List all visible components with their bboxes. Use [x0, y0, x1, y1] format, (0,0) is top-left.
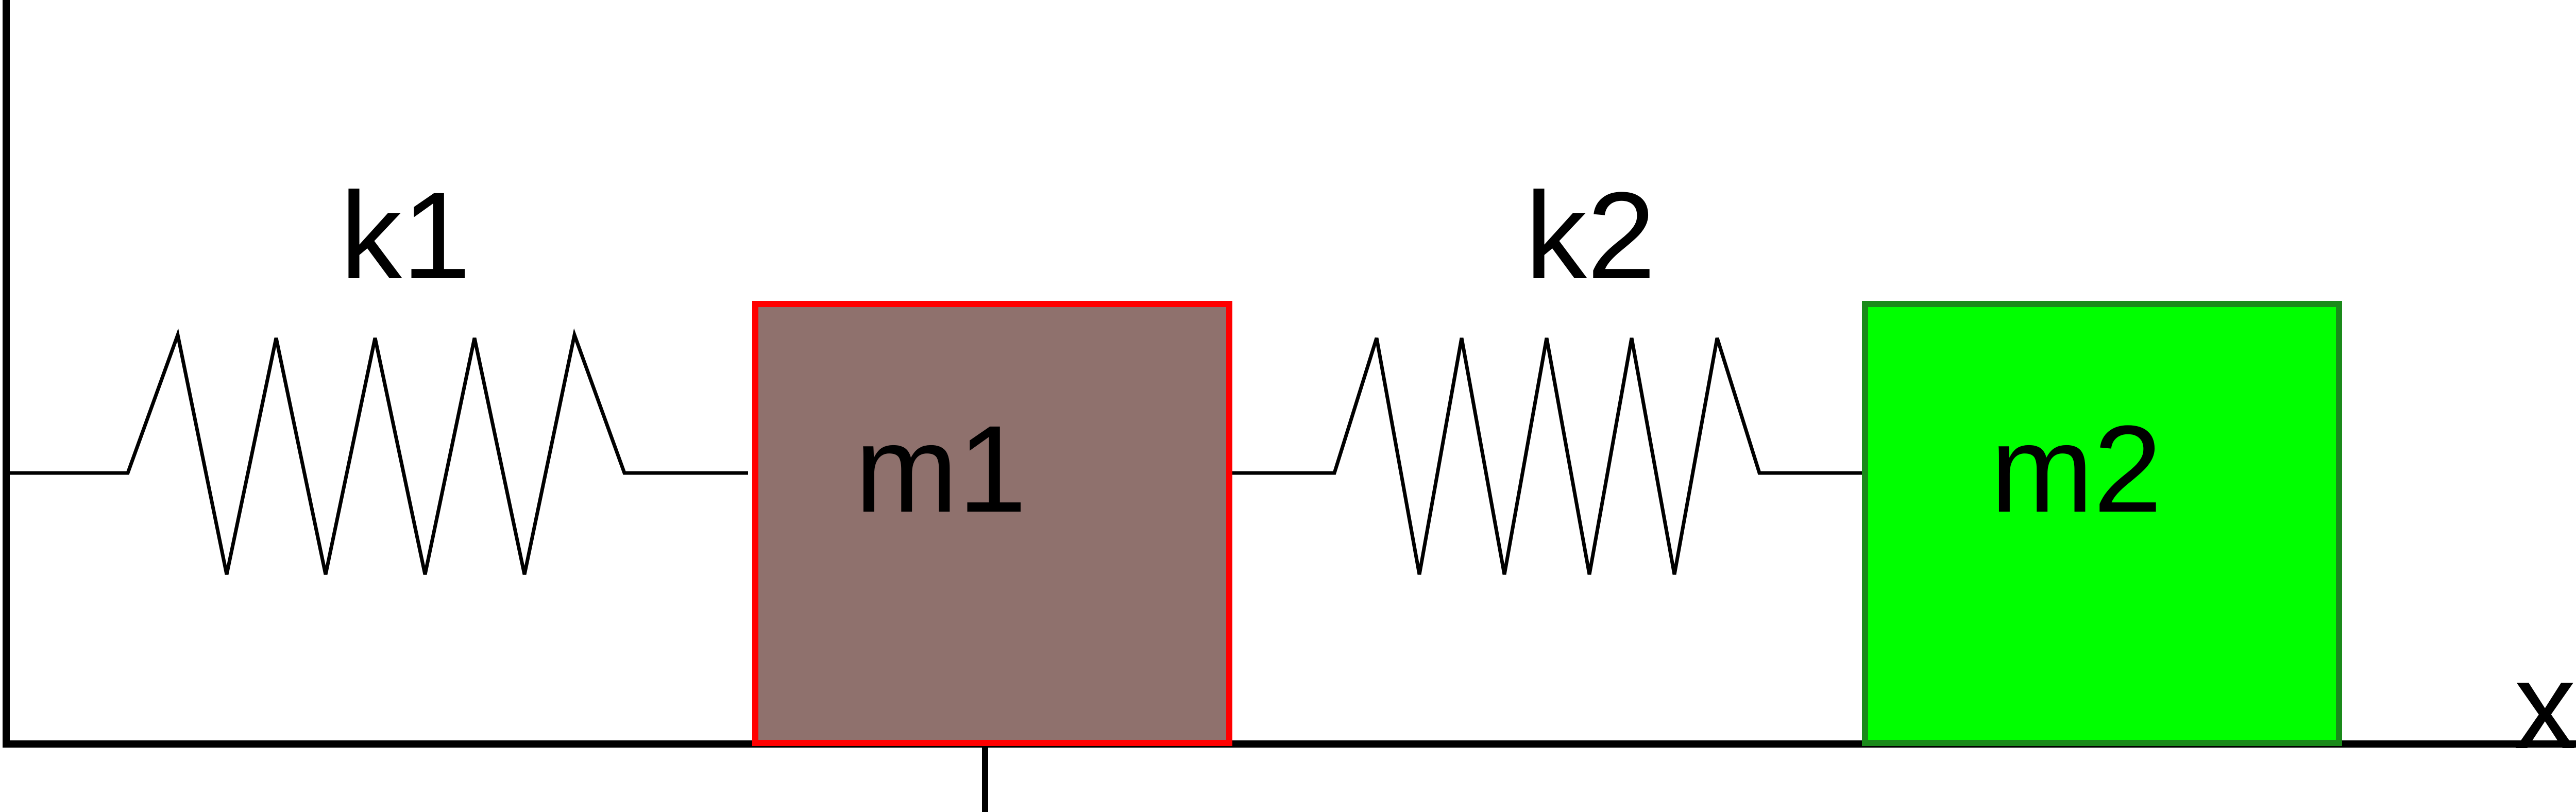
- mass-m2-block: [1862, 301, 2342, 746]
- x-axis-label: x: [2514, 636, 2576, 774]
- spring-k2-label: k2: [1525, 166, 1655, 304]
- spring-k2: [1230, 337, 1864, 575]
- spring-k1-label: k1: [340, 166, 470, 304]
- mass-m1-label: m1: [855, 400, 1026, 538]
- spring-k1: [6, 328, 748, 575]
- mass-m2-label: m2: [1990, 400, 2162, 538]
- mass-m1-block: [752, 301, 1232, 746]
